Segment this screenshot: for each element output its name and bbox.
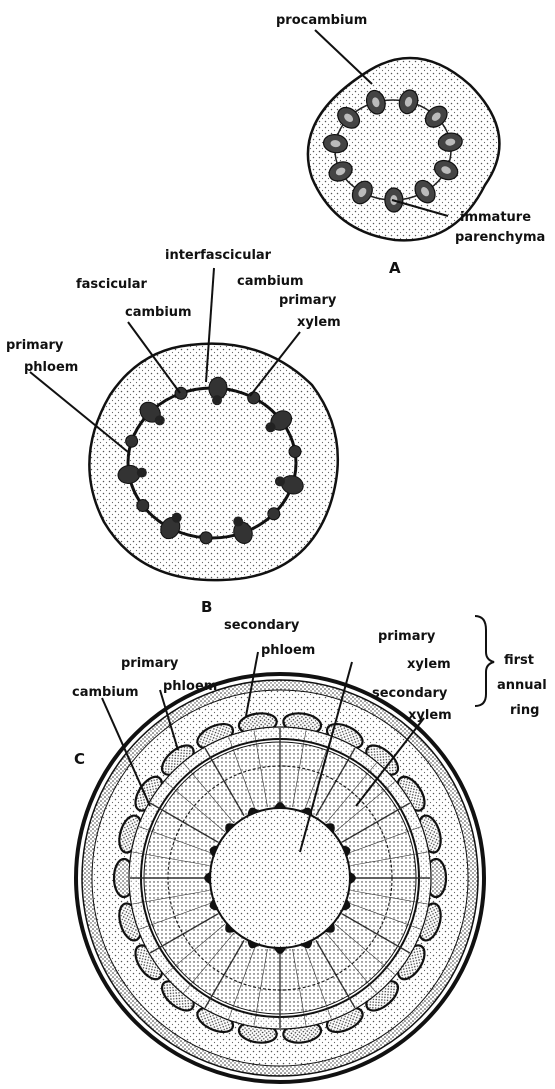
panel-b-vascular-bundle bbox=[200, 531, 213, 544]
panel-a-parenchyma-label: parenchyma bbox=[455, 230, 545, 245]
panel-c-secondary-xylem-label-2: xylem bbox=[408, 708, 452, 723]
panel-c-primary-phloem-label-1: primary bbox=[121, 656, 179, 671]
panel-c-annual-ring-brace bbox=[475, 616, 494, 706]
panel-a: procambium immature parenchyma A bbox=[276, 13, 545, 277]
panel-c-primary-phloem-label-2: phloem bbox=[163, 679, 217, 694]
panel-c-ring-label: ring bbox=[510, 703, 539, 718]
panel-c-first-label: first bbox=[504, 653, 534, 668]
panel-b-xylem-point bbox=[212, 395, 222, 405]
panel-c-cambium-label: cambium bbox=[72, 685, 139, 700]
panel-c-secondary-xylem-label-1: secondary bbox=[372, 686, 448, 701]
panel-a-letter: A bbox=[389, 259, 401, 277]
panel-c: secondary phloem primary phloem cambium … bbox=[72, 616, 547, 1082]
panel-b: interfascicular cambium fascicular cambi… bbox=[6, 248, 341, 616]
panel-b-fascicular-cambium-label: cambium bbox=[125, 305, 192, 320]
panel-b-xylem-point bbox=[266, 422, 276, 432]
panel-b-interfascicular-label: interfascicular bbox=[165, 248, 272, 263]
panel-a-procambium-label: procambium bbox=[276, 13, 367, 28]
panel-b-xylem-point bbox=[172, 513, 182, 523]
panel-b-xylem-point bbox=[137, 468, 147, 478]
panel-b-fascicular-label: fascicular bbox=[76, 277, 148, 292]
panel-b-letter: B bbox=[201, 598, 212, 616]
panel-b-xylem-point bbox=[155, 415, 165, 425]
panel-c-pith bbox=[210, 808, 350, 948]
panel-c-letter: C bbox=[74, 750, 85, 768]
panel-c-primary-xylem-label-2: xylem bbox=[407, 657, 451, 672]
panel-c-secondary-phloem-label-1: secondary bbox=[224, 618, 300, 633]
panel-b-interfascicular-cambium-label: cambium bbox=[237, 274, 304, 289]
panel-b-primary-xylem-label-2: xylem bbox=[297, 315, 341, 330]
panel-c-secondary-phloem-label-2: phloem bbox=[261, 643, 315, 658]
panel-b-xylem-point bbox=[233, 517, 243, 527]
panel-b-primary-phloem-label-1: primary bbox=[6, 338, 64, 353]
panel-b-primary-xylem-label-1: primary bbox=[279, 293, 337, 308]
panel-a-immature-label: immature bbox=[460, 210, 531, 225]
panel-c-primary-xylem-label-1: primary bbox=[378, 629, 436, 644]
panel-b-primary-phloem-label-2: phloem bbox=[24, 360, 78, 375]
panel-a-procambium-leader bbox=[315, 30, 372, 84]
panel-c-annual-label: annual bbox=[497, 678, 547, 693]
panel-b-xylem-point bbox=[275, 476, 285, 486]
